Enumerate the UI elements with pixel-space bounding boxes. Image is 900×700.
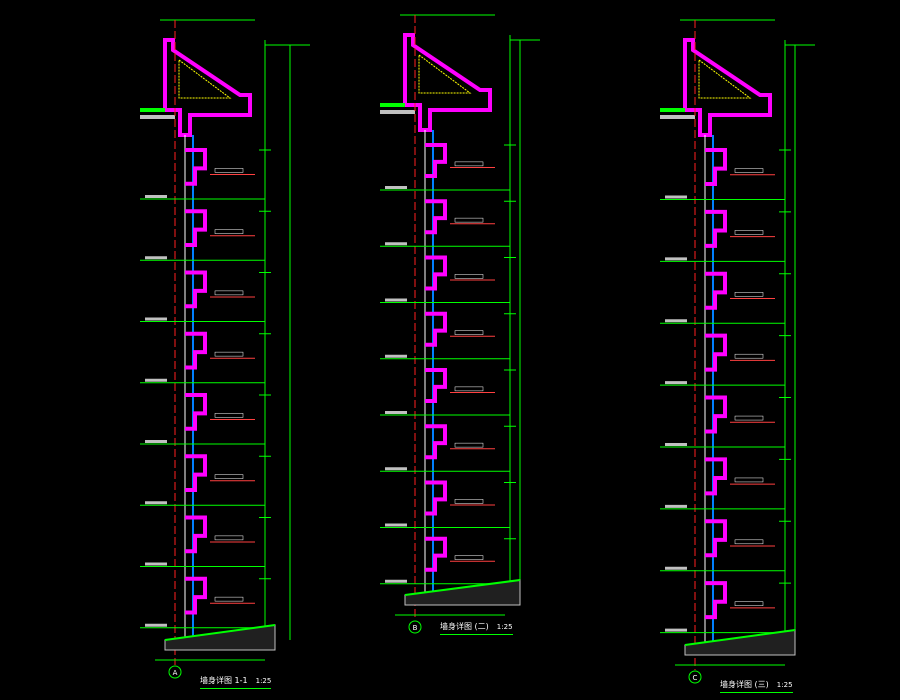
note-text-placeholder (214, 229, 244, 234)
ground-line (404, 579, 521, 596)
window-frame-projection (425, 480, 447, 516)
window-frame-projection (705, 333, 727, 372)
note-text-placeholder (214, 290, 244, 296)
slab-edge (145, 562, 167, 566)
slab-edge (385, 186, 407, 189)
section-title-1: 墙身详图 1-1 1:25 (200, 676, 272, 689)
note-text-placeholder (214, 474, 244, 479)
parapet-outline (683, 38, 772, 137)
window-frame-projection (705, 519, 727, 558)
window-frame-projection (705, 271, 727, 310)
axis-label: B (413, 624, 418, 632)
section-title-text: 墙身详图 1-1 (200, 676, 248, 685)
note-text-placeholder (454, 386, 484, 392)
note-text-placeholder (734, 477, 764, 483)
note-text-placeholder (734, 601, 764, 606)
slab-edge (385, 242, 407, 246)
insulation-line (418, 54, 472, 94)
slab-edge (665, 257, 687, 261)
slab-edge (145, 256, 167, 260)
note-text-placeholder (734, 230, 764, 235)
note-text-placeholder (734, 415, 764, 421)
section-scale: 1:25 (776, 681, 793, 689)
slab-edge (665, 381, 687, 385)
note-text-placeholder (734, 539, 764, 545)
note-text-placeholder (734, 292, 764, 297)
section-scale: 1:25 (255, 677, 272, 685)
parapet-outline (403, 33, 492, 132)
parapet-outline (163, 38, 252, 137)
slab-edge (665, 443, 687, 446)
note-text-placeholder (454, 555, 484, 560)
slab-edge (385, 523, 407, 527)
note-text-placeholder (214, 535, 244, 541)
insulation-line (698, 59, 752, 99)
window-frame-projection (705, 148, 727, 187)
window-frame-projection (705, 581, 727, 620)
window-frame-projection (185, 454, 207, 492)
slab-edge (145, 623, 167, 627)
axis-bubble (688, 670, 702, 684)
window-frame-projection (425, 424, 447, 460)
ground-line (164, 624, 276, 641)
axis-bubble (408, 620, 422, 634)
window-frame-projection (705, 209, 727, 248)
ground-line (684, 629, 796, 646)
slab-edge (665, 566, 687, 570)
note-text-placeholder (454, 442, 484, 448)
slab-edge (665, 628, 687, 632)
window-frame-projection (185, 515, 207, 554)
slab-edge (665, 319, 687, 323)
window-frame-projection (185, 209, 207, 247)
window-frame-projection (185, 576, 207, 615)
slab-edge (665, 195, 687, 199)
note-text-placeholder (454, 217, 484, 223)
note-text-placeholder (454, 499, 484, 504)
window-frame-projection (705, 395, 727, 434)
note-text-placeholder (214, 168, 244, 173)
window-frame-projection (425, 536, 447, 572)
note-text-placeholder (214, 351, 244, 357)
section-title-text: 墙身详图 (三) (720, 680, 769, 689)
slab-edge (145, 195, 167, 198)
note-text-placeholder (454, 330, 484, 335)
slab-edge (385, 579, 407, 583)
section-scale: 1:25 (496, 623, 513, 631)
window-frame-projection (425, 368, 447, 403)
slab-edge (385, 354, 407, 358)
note-text-placeholder (214, 413, 244, 418)
window-frame-projection (425, 143, 447, 178)
window-frame-projection (425, 311, 447, 347)
note-text-placeholder (734, 168, 764, 173)
window-frame-projection (425, 255, 447, 291)
window-frame-projection (185, 270, 207, 309)
axis-label: C (693, 674, 698, 682)
window-frame-projection (185, 148, 207, 186)
slab-edge (145, 501, 167, 505)
slab-edge (665, 504, 687, 508)
section-title-2: 墙身详图 (二) 1:25 (440, 622, 513, 635)
slab-edge (145, 317, 167, 321)
slab-edge (145, 440, 167, 443)
window-frame-projection (185, 331, 207, 370)
axis-label: A (173, 669, 178, 677)
slab-edge (385, 411, 407, 414)
insulation-line (178, 59, 232, 99)
note-text-placeholder (454, 274, 484, 279)
section-title-3: 墙身详图 (三) 1:25 (720, 680, 793, 693)
note-text-placeholder (214, 596, 244, 602)
window-frame-projection (705, 457, 727, 496)
slab-edge (385, 467, 407, 471)
note-text-placeholder (454, 161, 484, 167)
slab-edge (145, 378, 167, 382)
note-text-placeholder (734, 353, 764, 359)
axis-bubble (168, 665, 182, 679)
section-title-text: 墙身详图 (二) (440, 622, 489, 631)
slab-edge (385, 298, 407, 302)
window-frame-projection (185, 393, 207, 431)
window-frame-projection (425, 199, 447, 235)
